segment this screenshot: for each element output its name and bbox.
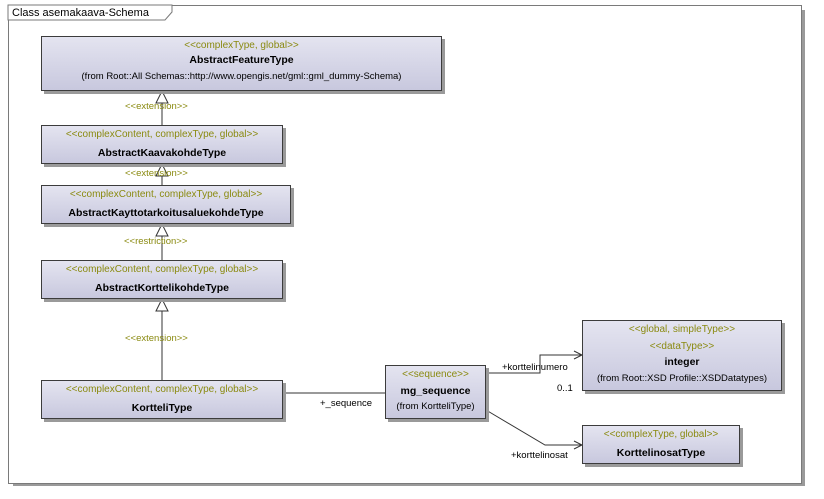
korttelinosat-role-label: +korttelinosat — [511, 450, 568, 461]
generalization-arrowhead — [155, 222, 169, 237]
korttelinumero-association[interactable] — [486, 354, 582, 374]
class-name: mg_sequence — [400, 385, 471, 397]
class-abstract-kayttotarkoitus-type[interactable]: <<complexContent, complexType, global>> … — [41, 185, 291, 224]
class-name: integer — [664, 356, 700, 368]
generalization-arrowhead — [155, 297, 169, 312]
class-korttelinosat-type[interactable]: <<complexType, global>> KorttelinosatTyp… — [582, 425, 740, 464]
korttelinosat-association[interactable] — [485, 409, 582, 446]
stereotype-label: <<complexContent, complexType, global>> — [65, 384, 259, 395]
frame-shadow — [801, 10, 805, 486]
frame-title-tab — [7, 4, 173, 21]
korttelinumero-multiplicity: 0..1 — [557, 383, 573, 394]
class-kortteli-type[interactable]: <<complexContent, complexType, global>> … — [41, 380, 283, 419]
class-name: AbstractKaavakohdeType — [97, 147, 227, 159]
class-name: KorttelinosatType — [616, 447, 706, 459]
class-origin: (from Root::All Schemas::http://www.open… — [81, 71, 402, 82]
class-abstract-feature-type[interactable]: <<complexType, global>> AbstractFeatureT… — [41, 36, 442, 91]
class-name: KortteliType — [131, 402, 193, 414]
extension-label: <<extension>> — [125, 168, 188, 179]
stereotype-label: <<complexType, global>> — [184, 40, 299, 51]
class-origin: (from KortteliType) — [396, 401, 475, 412]
extension-label: <<extension>> — [125, 101, 188, 112]
frame-shadow — [13, 482, 805, 486]
stereotype-label: <<complexContent, complexType, global>> — [65, 129, 259, 140]
stereotype-label: <<global, simpleType>> — [628, 324, 736, 335]
sequence-role-label: +_sequence — [320, 398, 373, 409]
class-mg-sequence[interactable]: <<sequence>> mg_sequence (from KortteliT… — [385, 365, 486, 419]
diagram-title: Class asemakaava-Schema — [12, 7, 149, 19]
generalization-arrowhead — [155, 162, 169, 177]
stereotype-label: <<complexContent, complexType, global>> — [65, 264, 259, 275]
extension-label: <<extension>> — [125, 333, 188, 344]
class-abstract-kaavakohde-type[interactable]: <<complexContent, complexType, global>> … — [41, 125, 283, 164]
stereotype-label: <<dataType>> — [649, 341, 715, 352]
class-integer[interactable]: <<global, simpleType>> <<dataType>> inte… — [582, 320, 782, 391]
class-name: AbstractKayttotarkoitusaluekohdeType — [68, 207, 264, 219]
restriction-label: <<restriction>> — [124, 236, 188, 247]
class-name: AbstractKorttelikohdeType — [95, 282, 229, 294]
stereotype-label: <<complexType, global>> — [603, 429, 719, 440]
generalization-arrowhead — [155, 89, 169, 104]
stereotype-label: <<sequence>> — [402, 369, 469, 380]
class-abstract-kortteli-type[interactable]: <<complexContent, complexType, global>> … — [41, 260, 283, 299]
korttelinumero-role-label: +korttelinumero — [502, 362, 568, 373]
class-name: AbstractFeatureType — [189, 54, 294, 66]
class-origin: (from Root::XSD Profile::XSDDatatypes) — [597, 373, 767, 384]
stereotype-label: <<complexContent, complexType, global>> — [69, 189, 263, 200]
